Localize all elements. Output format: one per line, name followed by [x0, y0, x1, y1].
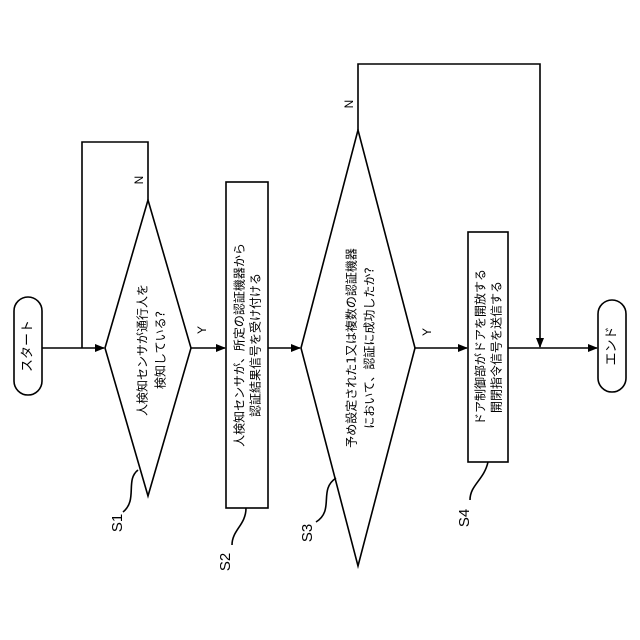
s1-no-label: N	[132, 176, 146, 185]
s4-text-line2: 開閉指令信号を送信する	[489, 281, 504, 413]
end-terminal: エンド	[598, 300, 626, 392]
s2-step-label: S2	[217, 553, 234, 571]
s2-text-line2: 認証結果信号を受け付ける	[248, 273, 263, 417]
s4-leader	[470, 462, 488, 500]
s3-step-label: S3	[299, 524, 316, 542]
s2-leader	[232, 508, 246, 545]
s4-step-label: S4	[456, 509, 473, 527]
s2-process: 人検知センサが、所定の認証機器から 認証結果信号を受け付ける	[226, 182, 268, 508]
start-label: スタート	[21, 320, 36, 372]
s3-decision: 予め設定された1又は複数の認証機器 において、認証に成功したか?	[301, 130, 415, 566]
s1-yes-label: Y	[195, 326, 209, 334]
s3-no-label: N	[342, 100, 356, 109]
s4-process: ドア制御部がドアを開放する 開閉指令信号を送信する	[468, 232, 508, 462]
s1-step-label: S1	[109, 514, 126, 532]
s3-leader	[316, 478, 336, 522]
s3-yes-label: Y	[420, 328, 434, 336]
end-label: エンド	[605, 326, 620, 365]
s4-text-line1: ドア制御部がドアを開放する	[473, 269, 488, 425]
s1-text-line1: 人検知センサが通行人を	[135, 284, 150, 416]
s3-text-line1: 予め設定された1又は複数の認証機器	[344, 248, 359, 448]
s1-text-line2: 検知している?	[154, 311, 168, 389]
s1-decision: 人検知センサが通行人を 検知している?	[105, 200, 191, 496]
start-terminal: スタート	[14, 297, 42, 395]
s1-leader	[123, 470, 138, 512]
s3-text-line2: において、認証に成功したか?	[362, 267, 377, 428]
s2-text-line1: 人検知センサが、所定の認証機器から	[232, 243, 247, 447]
